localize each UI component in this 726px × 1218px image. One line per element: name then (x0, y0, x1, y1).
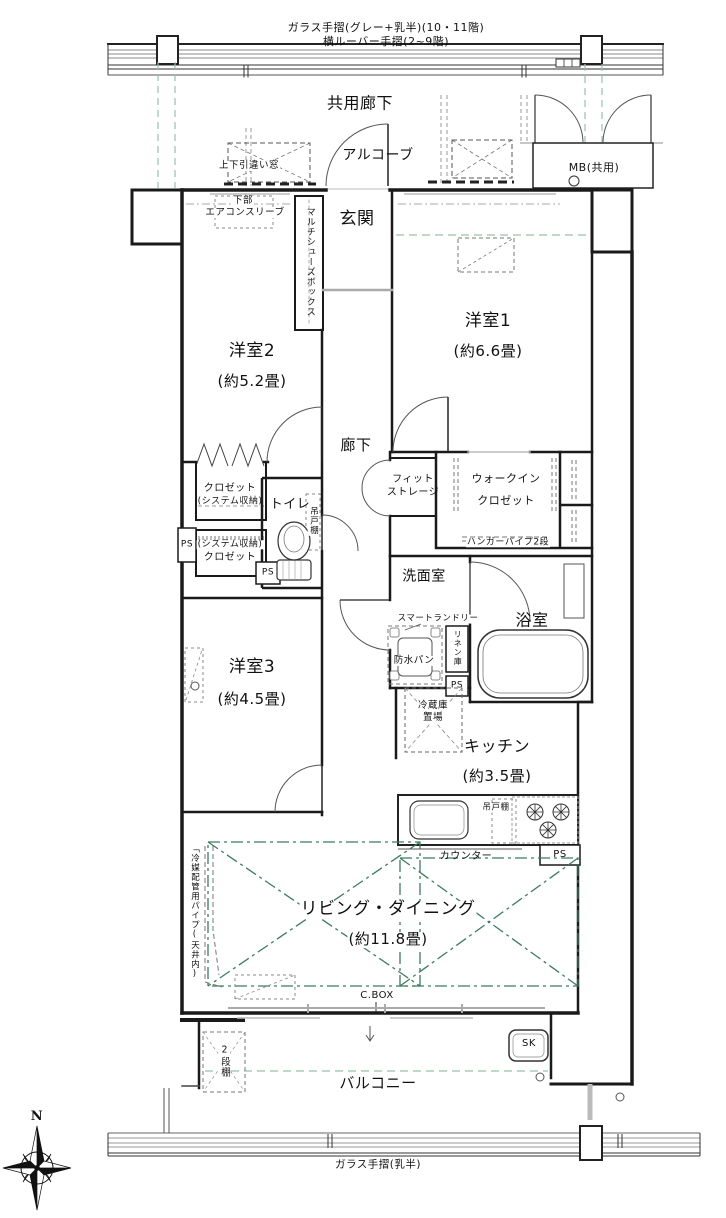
balcony-features (202, 1026, 625, 1120)
label-sash-window: 上下引違い窓 (217, 160, 281, 172)
label-multi-shoes-box: マルチシューズボックス (304, 207, 315, 317)
label-hanger-pipe: ハンガーパイプ2段 (465, 537, 551, 548)
bottom-railing-note: ガラス手摺(乳半) (335, 1158, 421, 1171)
label-waterproof-pan: 防水パン (392, 655, 436, 667)
label-bedroom1: 洋室1 (464, 311, 512, 332)
label-ps-4: PS (553, 848, 567, 860)
label-closet-b2: クロゼット (203, 551, 257, 563)
alcove-features (224, 139, 514, 186)
ps-box-1 (177, 527, 197, 563)
toilet-fixture (276, 521, 312, 581)
mb-door-arcs (534, 94, 652, 144)
label-closet-a1: クロゼット (203, 482, 257, 494)
kitchen-fixtures (397, 687, 581, 866)
label-ps-3: PS (450, 680, 464, 691)
slop-sink (508, 1029, 549, 1062)
label-living-dining: リビング・ダイニング (299, 899, 477, 920)
bifold-doors (195, 442, 265, 468)
bathtub (477, 629, 589, 699)
sash-window-box (227, 142, 311, 183)
room-details (184, 193, 590, 703)
label-refrigerant-pipe: 「冷媒配管用パイプ(天井内) (188, 844, 200, 980)
label-ac-sleeve-1: 下部 (231, 195, 255, 207)
kitchen-hanging-cabinet-box (491, 798, 517, 844)
label-bedroom1-size: (約6.6畳) (453, 342, 523, 361)
stove-area (511, 796, 579, 844)
pillar-top-left (130, 188, 184, 246)
top-railing-note-1: ガラス手摺(グレー+乳半)(10・11階) (287, 21, 485, 35)
ac-unit-bedroom1 (457, 237, 515, 273)
label-alcove: アルコーブ (342, 147, 414, 164)
label-bedroom2: 洋室2 (228, 341, 276, 362)
living-ac-unit (234, 974, 296, 1000)
label-slop-sink: SK (522, 1037, 536, 1049)
sink-icon (409, 800, 469, 840)
label-closet-a2: (システム収納) (197, 496, 263, 507)
label-toilet: トイレ (269, 497, 311, 513)
bath-counter (563, 563, 585, 619)
label-hanging-cabinet-toilet: 吊戸棚 (307, 506, 319, 536)
toilet-room (255, 476, 322, 590)
label-balcony: バルコニー (339, 1074, 417, 1093)
meter-box (520, 94, 663, 189)
refrigerant-pipe-route (204, 846, 223, 988)
label-wic-1: ウォークイン (471, 472, 541, 486)
label-kitchen: キッチン (463, 736, 531, 756)
meter-icon (555, 58, 581, 68)
label-bedroom3: 洋室3 (228, 657, 276, 678)
interior-walls (182, 188, 594, 1015)
label-cbox: C.BOX (359, 989, 395, 1002)
mb-door-leaves (534, 95, 652, 143)
top-railing (107, 35, 664, 78)
label-bedroom3-size: (約4.5畳) (217, 690, 287, 709)
two-tier-shelf-box (202, 1031, 246, 1093)
closets (177, 457, 577, 577)
living-details (204, 846, 545, 1019)
label-fit-storage-2: ストレージ (386, 486, 440, 498)
ac-unit-bedroom3 (184, 647, 204, 703)
fridge-space (404, 687, 463, 753)
label-washroom: 洗面室 (402, 568, 446, 585)
compass-north-label: N (30, 1109, 44, 1125)
label-smart-laundry: スマートランドリー (396, 613, 480, 624)
label-counter: カウンター (439, 850, 493, 862)
label-bathroom: 浴室 (515, 610, 549, 630)
interior-doors (195, 396, 531, 813)
label-kitchen-hanging-cabinet: 吊戸棚 (481, 802, 511, 813)
living-pattern (207, 841, 579, 987)
label-meter-box: MB(共用) (567, 161, 621, 175)
pillar-top-right (590, 188, 634, 254)
label-bedroom2-size: (約5.2畳) (217, 372, 287, 391)
label-entrance: 玄関 (339, 209, 375, 230)
guide-lines (157, 62, 603, 188)
burner-icons (526, 803, 570, 839)
label-linen-cabinet: リネン庫 (453, 630, 463, 666)
fit-storage-box (390, 457, 437, 517)
top-railing-note-2: 横ルーバー手摺(2~9階) (322, 35, 450, 49)
label-living-dining-size: (約11.8畳) (347, 930, 429, 949)
label-fridge-2: 置場 (421, 712, 445, 724)
label-ac-sleeve-2: エアコンスリーブ (204, 207, 286, 219)
label-ps-1: PS (180, 539, 194, 550)
hook-icon (190, 681, 200, 691)
label-kitchen-size: (約3.5畳) (462, 767, 532, 786)
outer-walls (130, 188, 634, 1090)
entrance-door (324, 123, 390, 190)
compass-rose (2, 1125, 72, 1211)
bottom-railing (107, 1088, 701, 1161)
drain-arrow-icon (365, 1026, 375, 1042)
label-hallway: 廊下 (340, 436, 372, 455)
label-fit-storage-1: フィット (392, 473, 434, 485)
label-two-tier-shelf: 2段棚 (218, 1044, 230, 1078)
ps-box-4 (539, 844, 581, 866)
linen-cabinet-box (445, 625, 469, 673)
label-common-corridor: 共用廊下 (326, 93, 394, 113)
hatch-box (451, 139, 513, 179)
label-fridge-1: 冷蔵庫 (416, 700, 450, 712)
label-wic-2: クロゼット (477, 494, 535, 508)
label-closet-b1: (システム収納) (196, 539, 264, 550)
label-ps-2: PS (261, 567, 275, 578)
